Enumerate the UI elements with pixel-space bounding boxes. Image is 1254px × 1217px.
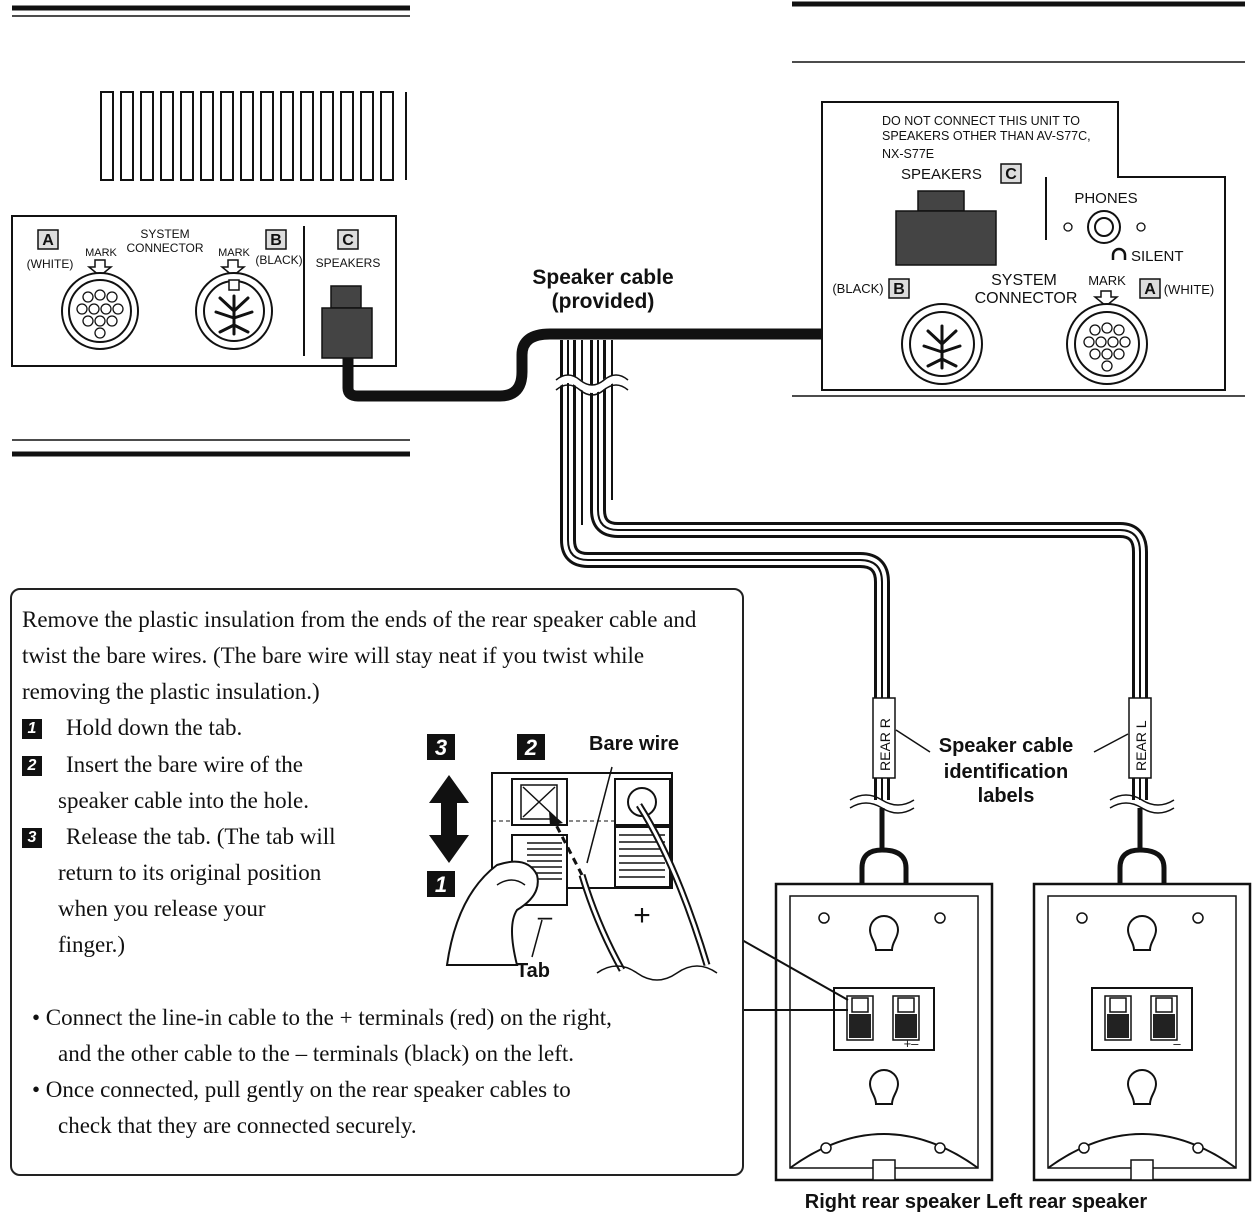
silent-label: SILENT [1131,248,1184,265]
sub-mark-arrow-icon [1092,290,1120,307]
step-2-text-a: Insert the bare wire of the [66,752,303,777]
speaker-wire-leads [859,808,1167,1000]
rear-l-label: REAR L [1133,720,1149,771]
label-a: A [42,232,54,249]
label-c: C [342,232,354,249]
step-1-number: 1 [22,719,42,739]
intro-text: Remove the plastic insulation from the e… [22,607,697,704]
finger-icon [445,860,539,966]
main-unit-vent-grille [100,91,407,181]
detail-num-3: 3 [435,735,447,760]
step-3-text-a: Release the tab. (The tab will [66,824,336,849]
sub-white-connector [1066,303,1148,385]
sub-system-label-1: SYSTEM [991,272,1057,289]
label-black: (BLACK) [255,253,302,267]
sub-label-a: A [1144,281,1156,298]
step-2-number: 2 [22,756,42,776]
step-3-number: 3 [22,828,42,848]
speaker-caption: Right rear speaker Left rear speaker [805,1191,1148,1213]
left-polarity: – [1173,1036,1181,1051]
system-connector-label-1: SYSTEM [140,227,189,241]
cable-id-label-1: Speaker cable [939,735,1074,757]
insert-arrow-icon [549,811,563,826]
left-rear-speaker: – [1032,882,1252,1182]
system-connector-label-2: CONNECTOR [126,241,203,255]
phones-jack [1063,210,1146,244]
instruction-panel: Remove the plastic insulation from the e… [10,588,744,1176]
step-3: 3 Release the tab. (The tab will [22,819,336,855]
step-3-text-b: return to its original position [58,860,322,885]
warning-line-3: NX-S77E [882,147,934,161]
label-white: (WHITE) [27,257,74,271]
bullet-2-line-1: • Once connected, pull gently on the rea… [32,1077,571,1102]
main-unit-speaker-plug [321,285,373,359]
step-1-text: Hold down the tab. [66,715,243,740]
step-2: 2 Insert the bare wire of the [22,747,303,783]
headphone-icon [1111,247,1127,260]
step-3-text-d: finger.) [58,932,126,957]
speakers-jack-label: SPEAKERS [316,256,381,270]
sub-label-c: C [1005,166,1017,183]
speaker-cable-label-2: (provided) [552,290,655,313]
step-2-text-b: speaker cable into the hole. [58,788,309,813]
rear-r-label: REAR R [877,718,893,771]
main-unit-top-lines [12,5,410,17]
mark-left: MARK [85,247,117,259]
warning-line-1: DO NOT CONNECT THIS UNIT TO [882,114,1080,128]
label-b: B [270,232,282,249]
speaker-cable-label-1: Speaker cable [532,266,673,289]
black-system-connector [195,272,273,350]
cable-id-tag-rear-r: REAR R [872,697,896,779]
sub-speakers-label: SPEAKERS [901,166,982,183]
bullet-1-line-2: and the other cable to the – terminals (… [58,1041,575,1066]
phones-label: PHONES [1074,190,1137,207]
mark-arrow-right-icon [219,259,247,277]
cable-id-label-2: identification [944,761,1068,783]
sub-mark-label: MARK [1088,273,1126,288]
right-polarity: +– [904,1036,920,1051]
main-unit-rear-panel: A (WHITE) MARK SYSTEM CONNECTOR MARK B (… [11,215,397,367]
up-down-arrow-icon [429,775,469,863]
sub-system-label-2: CONNECTOR [975,290,1078,307]
mark-right: MARK [218,247,250,259]
sub-label-black: (BLACK) [832,281,883,296]
bullet-1-line-1: • Connect the line-in cable to the + ter… [32,1005,612,1030]
sub-black-connector [901,303,983,385]
warning-line-2: SPEAKERS OTHER THAN AV-S77C, [882,129,1091,143]
step-3-text-c: when you release your [58,896,266,921]
sub-label-white: (WHITE) [1164,282,1215,297]
plus-label: + [633,899,651,932]
bullet-2-line-2: check that they are connected securely. [58,1113,417,1138]
main-unit-bottom-lines [12,439,410,457]
mark-arrow-left-icon [86,259,114,277]
step-1: 1 Hold down the tab. [22,710,242,746]
cable-id-tag-rear-l: REAR L [1128,697,1152,779]
white-system-connector [61,272,139,350]
subwoofer-rear-panel: DO NOT CONNECT THIS UNIT TO SPEAKERS OTH… [792,1,1245,397]
rear-speaker-cables [553,340,1175,814]
detail-num-1: 1 [435,872,447,897]
sub-label-b: B [893,281,905,298]
right-rear-speaker: +– [774,882,994,1182]
bare-wire-label: Bare wire [589,733,679,755]
cable-id-label-3: labels [978,785,1035,807]
detail-num-2: 2 [524,735,538,760]
terminal-detail-illustration: 3 2 Bare wire 1 – + [427,733,718,982]
tab-label: Tab [516,960,550,982]
